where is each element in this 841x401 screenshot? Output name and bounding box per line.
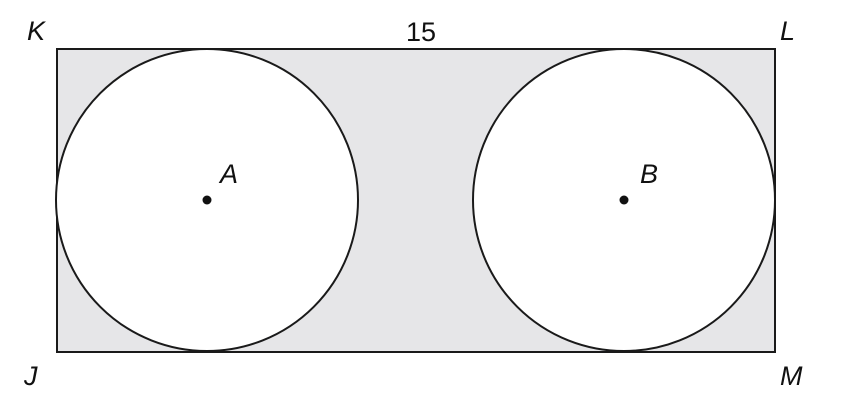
vertex-label-j: J: [23, 361, 38, 391]
side-length-label: 15: [406, 17, 436, 47]
vertex-label-k: K: [27, 16, 46, 46]
vertex-label-l: L: [780, 16, 795, 46]
center-label-b: B: [640, 159, 658, 189]
center-point-b: [619, 195, 629, 205]
center-point-a: [202, 195, 212, 205]
center-label-a: A: [218, 159, 238, 189]
vertex-label-m: M: [780, 361, 803, 391]
